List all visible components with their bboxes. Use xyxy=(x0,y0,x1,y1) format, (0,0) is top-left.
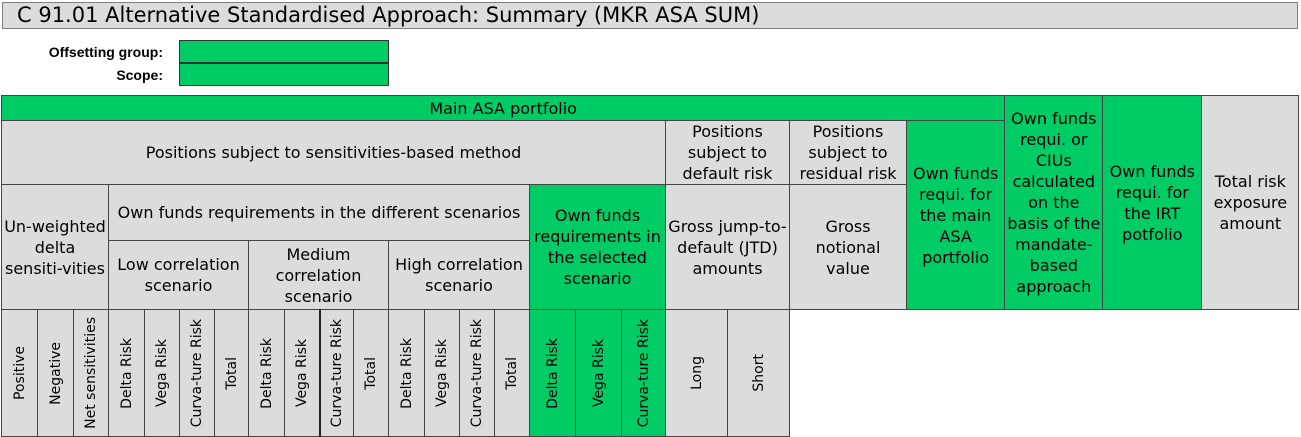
summary-table: Main ASA portfolio Own funds requi. or C… xyxy=(0,95,1300,437)
header-gross-notional: Gross notional value xyxy=(789,184,907,310)
col-positive: Positive xyxy=(1,309,38,437)
col-selected-curvature-label: Curva-ture Risk xyxy=(635,318,652,428)
col-high-curvature-label: Curva-ture Risk xyxy=(469,318,485,428)
col-jtd-short: Short xyxy=(727,309,790,437)
header-ofr-cius: Own funds requi. or CIUs calculated on t… xyxy=(1004,95,1104,310)
col-high-delta: Delta Risk xyxy=(388,309,425,437)
col-jtd-long-label: Long xyxy=(688,356,705,390)
col-low-delta: Delta Risk xyxy=(108,309,145,437)
col-jtd-long: Long xyxy=(665,309,728,437)
col-positive-label: Positive xyxy=(11,346,28,400)
col-medium-curvature-label: Curva-ture Risk xyxy=(328,318,345,428)
col-high-delta-label: Delta Risk xyxy=(398,337,415,409)
col-medium-vega-label: Vega Risk xyxy=(293,338,310,408)
col-net-sensitivities-label: Net sensitivities xyxy=(83,317,99,429)
col-net-sensitivities: Net sensitivities xyxy=(73,309,109,437)
col-low-curvature-label: Curva-ture Risk xyxy=(189,318,205,428)
header-residual-risk: Positions subject to residual risk xyxy=(789,120,907,185)
col-low-total-label: Total xyxy=(223,356,240,390)
header-ofr-main-asa: Own funds requi. for the main ASA portfo… xyxy=(905,120,1006,310)
col-medium-curvature: Curva-ture Risk xyxy=(318,309,354,437)
col-medium-total-label: Total xyxy=(363,356,379,390)
col-medium-delta: Delta Risk xyxy=(248,309,285,437)
col-high-curvature: Curva-ture Risk xyxy=(459,309,495,437)
header-gross-jtd: Gross jump-to-default (JTD) amounts xyxy=(665,184,790,310)
col-medium-total: Total xyxy=(353,309,389,437)
header-main-asa-portfolio: Main ASA portfolio xyxy=(0,95,1006,121)
col-low-delta-label: Delta Risk xyxy=(118,337,135,409)
col-selected-curvature: Curva-ture Risk xyxy=(621,309,666,437)
col-medium-vega: Vega Risk xyxy=(284,309,320,437)
col-negative: Negative xyxy=(37,309,74,437)
col-high-total: Total xyxy=(494,309,530,437)
col-medium-delta-label: Delta Risk xyxy=(258,337,275,409)
col-selected-delta-label: Delta Risk xyxy=(544,337,561,409)
col-low-curvature: Curva-ture Risk xyxy=(179,309,215,437)
col-high-vega: Vega Risk xyxy=(424,309,460,437)
col-selected-vega: Vega Risk xyxy=(575,309,622,437)
col-jtd-short-label: Short xyxy=(750,354,767,392)
header-low-corr: Low correlation scenario xyxy=(108,240,249,310)
offsetting-group-label: Offsetting group: xyxy=(48,44,163,60)
col-high-total-label: Total xyxy=(504,356,520,390)
header-ofr-selected: Own funds requirements in the selected s… xyxy=(529,184,666,310)
header-default-risk: Positions subject to default risk xyxy=(665,120,790,185)
header-medium-corr: Medium correlation scenario xyxy=(248,240,389,310)
header-total-risk: Total risk exposure amount xyxy=(1201,95,1300,310)
offsetting-group-field[interactable] xyxy=(179,40,389,63)
page-title: C 91.01 Alternative Standardised Approac… xyxy=(2,2,1298,29)
header-high-corr: High correlation scenario xyxy=(388,240,530,310)
col-high-vega-label: Vega Risk xyxy=(434,338,450,408)
col-negative-label: Negative xyxy=(47,341,64,405)
col-low-total: Total xyxy=(214,309,249,437)
header-ofr-irt: Own funds requi. for the IRT potfolio xyxy=(1102,95,1203,310)
header-sensitivities-method: Positions subject to sensitivities-based… xyxy=(1,120,666,185)
header-ofr-scenarios: Own funds requirements in the different … xyxy=(108,184,530,241)
scope-field[interactable] xyxy=(179,63,389,86)
scope-label: Scope: xyxy=(116,67,163,83)
col-selected-delta: Delta Risk xyxy=(529,309,576,437)
col-low-vega-label: Vega Risk xyxy=(154,338,170,408)
col-low-vega: Vega Risk xyxy=(144,309,180,437)
header-unweighted-delta: Un-weighted delta sensiti-vities xyxy=(1,184,109,310)
col-selected-vega-label: Vega Risk xyxy=(590,338,607,408)
